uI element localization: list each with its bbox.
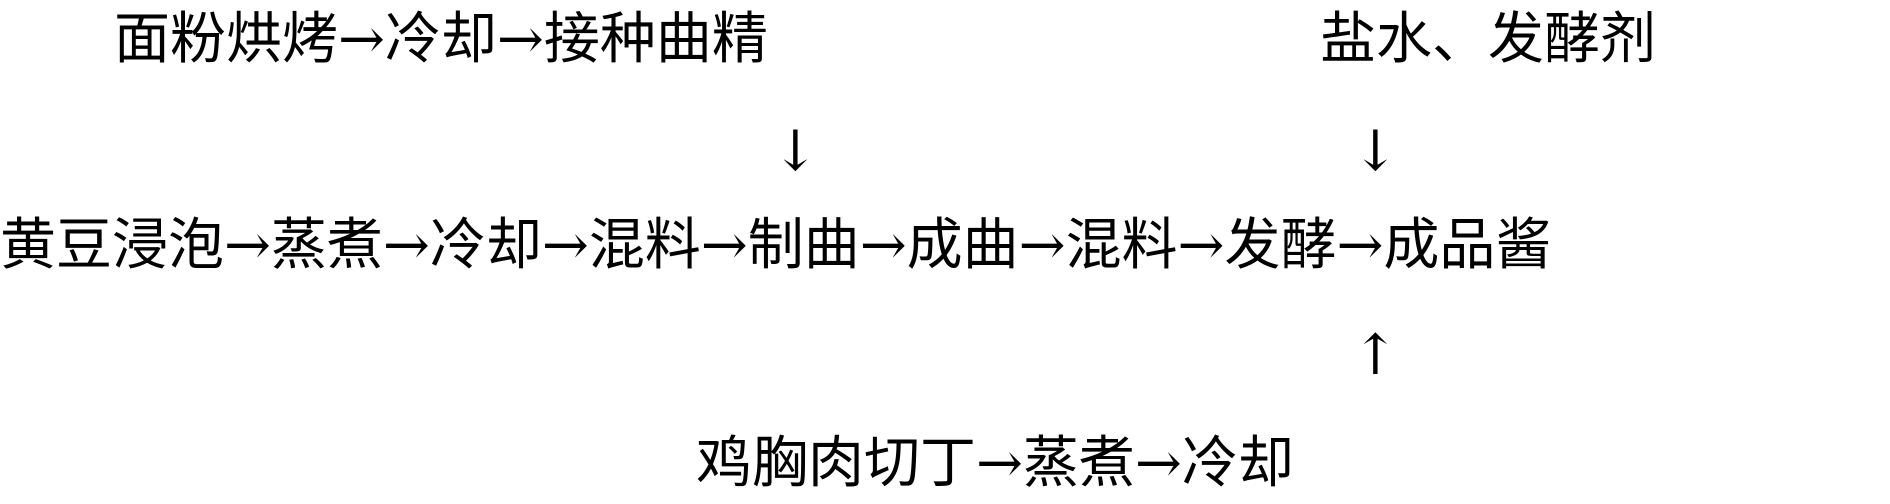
chicken-branch-text: 鸡胸肉切丁→蒸煮→冷却 — [696, 431, 1294, 496]
flour-branch-text: 面粉烘烤→冷却→接种曲精 — [114, 7, 768, 72]
brine-branch-text: 盐水、发酵剂 — [1320, 7, 1656, 72]
down-arrow-icon: ↓ — [772, 119, 819, 184]
up-arrow-icon: ↑ — [1352, 323, 1399, 388]
down-arrow-icon: ↓ — [1352, 119, 1399, 184]
main-process-line: 黄豆浸泡→蒸煮→冷却→混料→制曲→成曲→混料→发酵→成品酱 — [0, 213, 1552, 278]
